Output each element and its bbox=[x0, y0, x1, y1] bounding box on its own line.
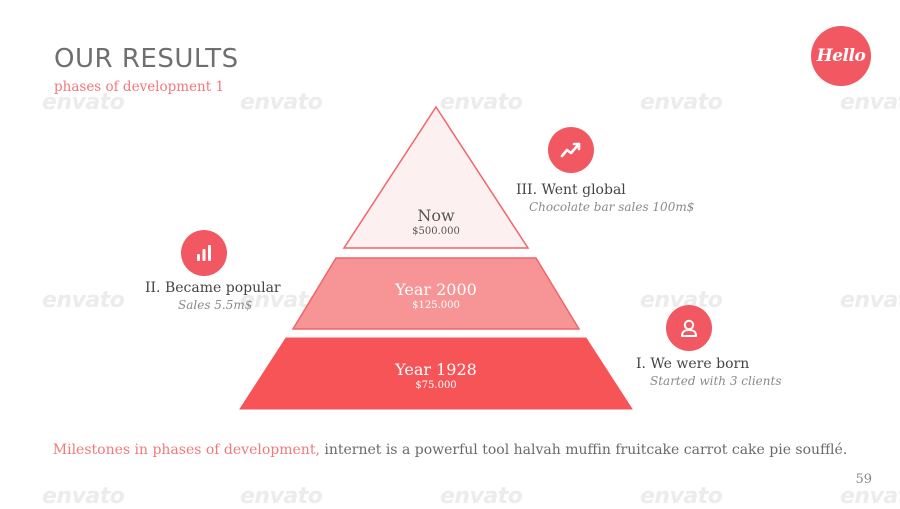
pyramid-tier-bottom bbox=[239, 337, 633, 410]
watermark: envato bbox=[240, 484, 323, 509]
watermark: envato bbox=[840, 90, 900, 115]
tier-name: Year 2000 bbox=[395, 280, 477, 299]
tier-name: Now bbox=[417, 206, 455, 225]
user-icon bbox=[666, 305, 712, 351]
watermark: envato bbox=[640, 90, 723, 115]
phase-title: II. Became popular bbox=[145, 280, 281, 296]
logo-text: Hello bbox=[816, 46, 866, 66]
footer-highlight: Milestones in phases of development, bbox=[52, 442, 320, 458]
watermark: envato bbox=[42, 484, 125, 509]
trend-icon bbox=[548, 127, 594, 173]
bar-chart-icon bbox=[181, 230, 227, 276]
watermark: envato bbox=[440, 484, 523, 509]
page-number: 59 bbox=[855, 472, 872, 487]
page-title: OUR RESULTS bbox=[54, 44, 239, 74]
phase-description: Sales 5.5m$ bbox=[178, 298, 253, 312]
footer-text: Milestones in phases of development, int… bbox=[0, 442, 900, 458]
tier-label-now: Now $500.000 bbox=[336, 208, 536, 237]
pyramid-tier-middle bbox=[291, 257, 581, 330]
watermark: envato bbox=[440, 90, 523, 115]
watermark: envato bbox=[42, 288, 125, 313]
phase-title: III. Went global bbox=[516, 182, 626, 198]
phase-title: I. We were born bbox=[636, 356, 750, 372]
hello-logo: Hello bbox=[811, 26, 871, 86]
tier-label-year-1928: Year 1928 $75.000 bbox=[336, 362, 536, 391]
page-subtitle: phases of development 1 bbox=[54, 79, 225, 95]
watermark: envato bbox=[840, 288, 900, 313]
phase-description: Chocolate bar sales 100m$ bbox=[529, 200, 695, 214]
tier-name: Year 1928 bbox=[395, 360, 477, 379]
tier-value: $125.000 bbox=[412, 300, 460, 311]
watermark: envato bbox=[240, 90, 323, 115]
tier-value: $75.000 bbox=[415, 380, 457, 391]
watermark: envato bbox=[640, 484, 723, 509]
watermark: envato bbox=[42, 90, 125, 115]
watermark: envato bbox=[840, 484, 900, 509]
phase-description: Started with 3 clients bbox=[650, 374, 782, 388]
footer-body: internet is a powerful tool halvah muffi… bbox=[319, 442, 848, 458]
tier-label-year-2000: Year 2000 $125.000 bbox=[336, 282, 536, 311]
tier-value: $500.000 bbox=[412, 226, 460, 237]
pyramid-tier-top bbox=[342, 105, 530, 249]
